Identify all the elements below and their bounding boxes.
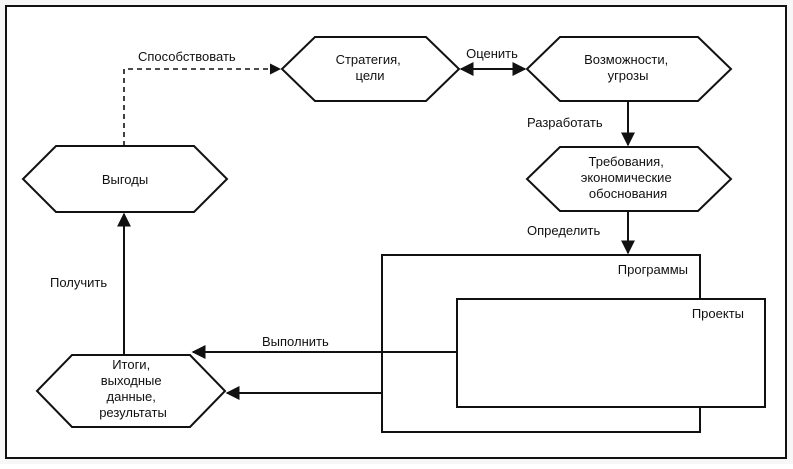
- projects-label: Проекты: [692, 306, 744, 321]
- opportunities-line-1: Возможности,: [584, 52, 668, 67]
- obtain-label: Получить: [50, 275, 107, 290]
- requirements-line-3: обоснования: [589, 186, 667, 201]
- define-label: Определить: [527, 223, 601, 238]
- opportunities-line-2: угрозы: [608, 68, 649, 83]
- outputs-line-1: Итоги,: [112, 357, 150, 372]
- requirements-line-2: экономические: [581, 170, 672, 185]
- strategy-line-2: цели: [356, 68, 385, 83]
- benefits-node-text: Выгоды: [102, 172, 148, 187]
- benefits-node: [21, 145, 229, 213]
- outputs-node-text: Итоги, выходные данные, результаты: [99, 357, 167, 420]
- outputs-line-4: результаты: [99, 405, 167, 420]
- strategy-node: [280, 36, 461, 102]
- execute-label: Выполнить: [262, 334, 329, 349]
- opportunities-node: [525, 36, 733, 102]
- requirements-node-text: Требования, экономические обоснования: [581, 154, 676, 201]
- requirements-line-1: Требования,: [589, 154, 664, 169]
- evaluate-label: Оценить: [466, 46, 518, 61]
- requirements-node: [525, 146, 733, 212]
- strategy-node-text: Стратегия, цели: [336, 52, 405, 83]
- outputs-line-3: данные,: [107, 389, 156, 404]
- programs-label: Программы: [618, 262, 688, 277]
- contribute-label: Способствовать: [138, 49, 236, 64]
- develop-label: Разработать: [527, 115, 603, 130]
- outputs-node: [35, 354, 227, 428]
- strategy-line-1: Стратегия,: [336, 52, 401, 67]
- benefits-line-1: Выгоды: [102, 172, 148, 187]
- contribute-arrow: [123, 63, 282, 146]
- opportunities-node-text: Возможности, угрозы: [584, 52, 672, 83]
- projects-box: [456, 298, 766, 408]
- outputs-line-2: выходные: [101, 373, 162, 388]
